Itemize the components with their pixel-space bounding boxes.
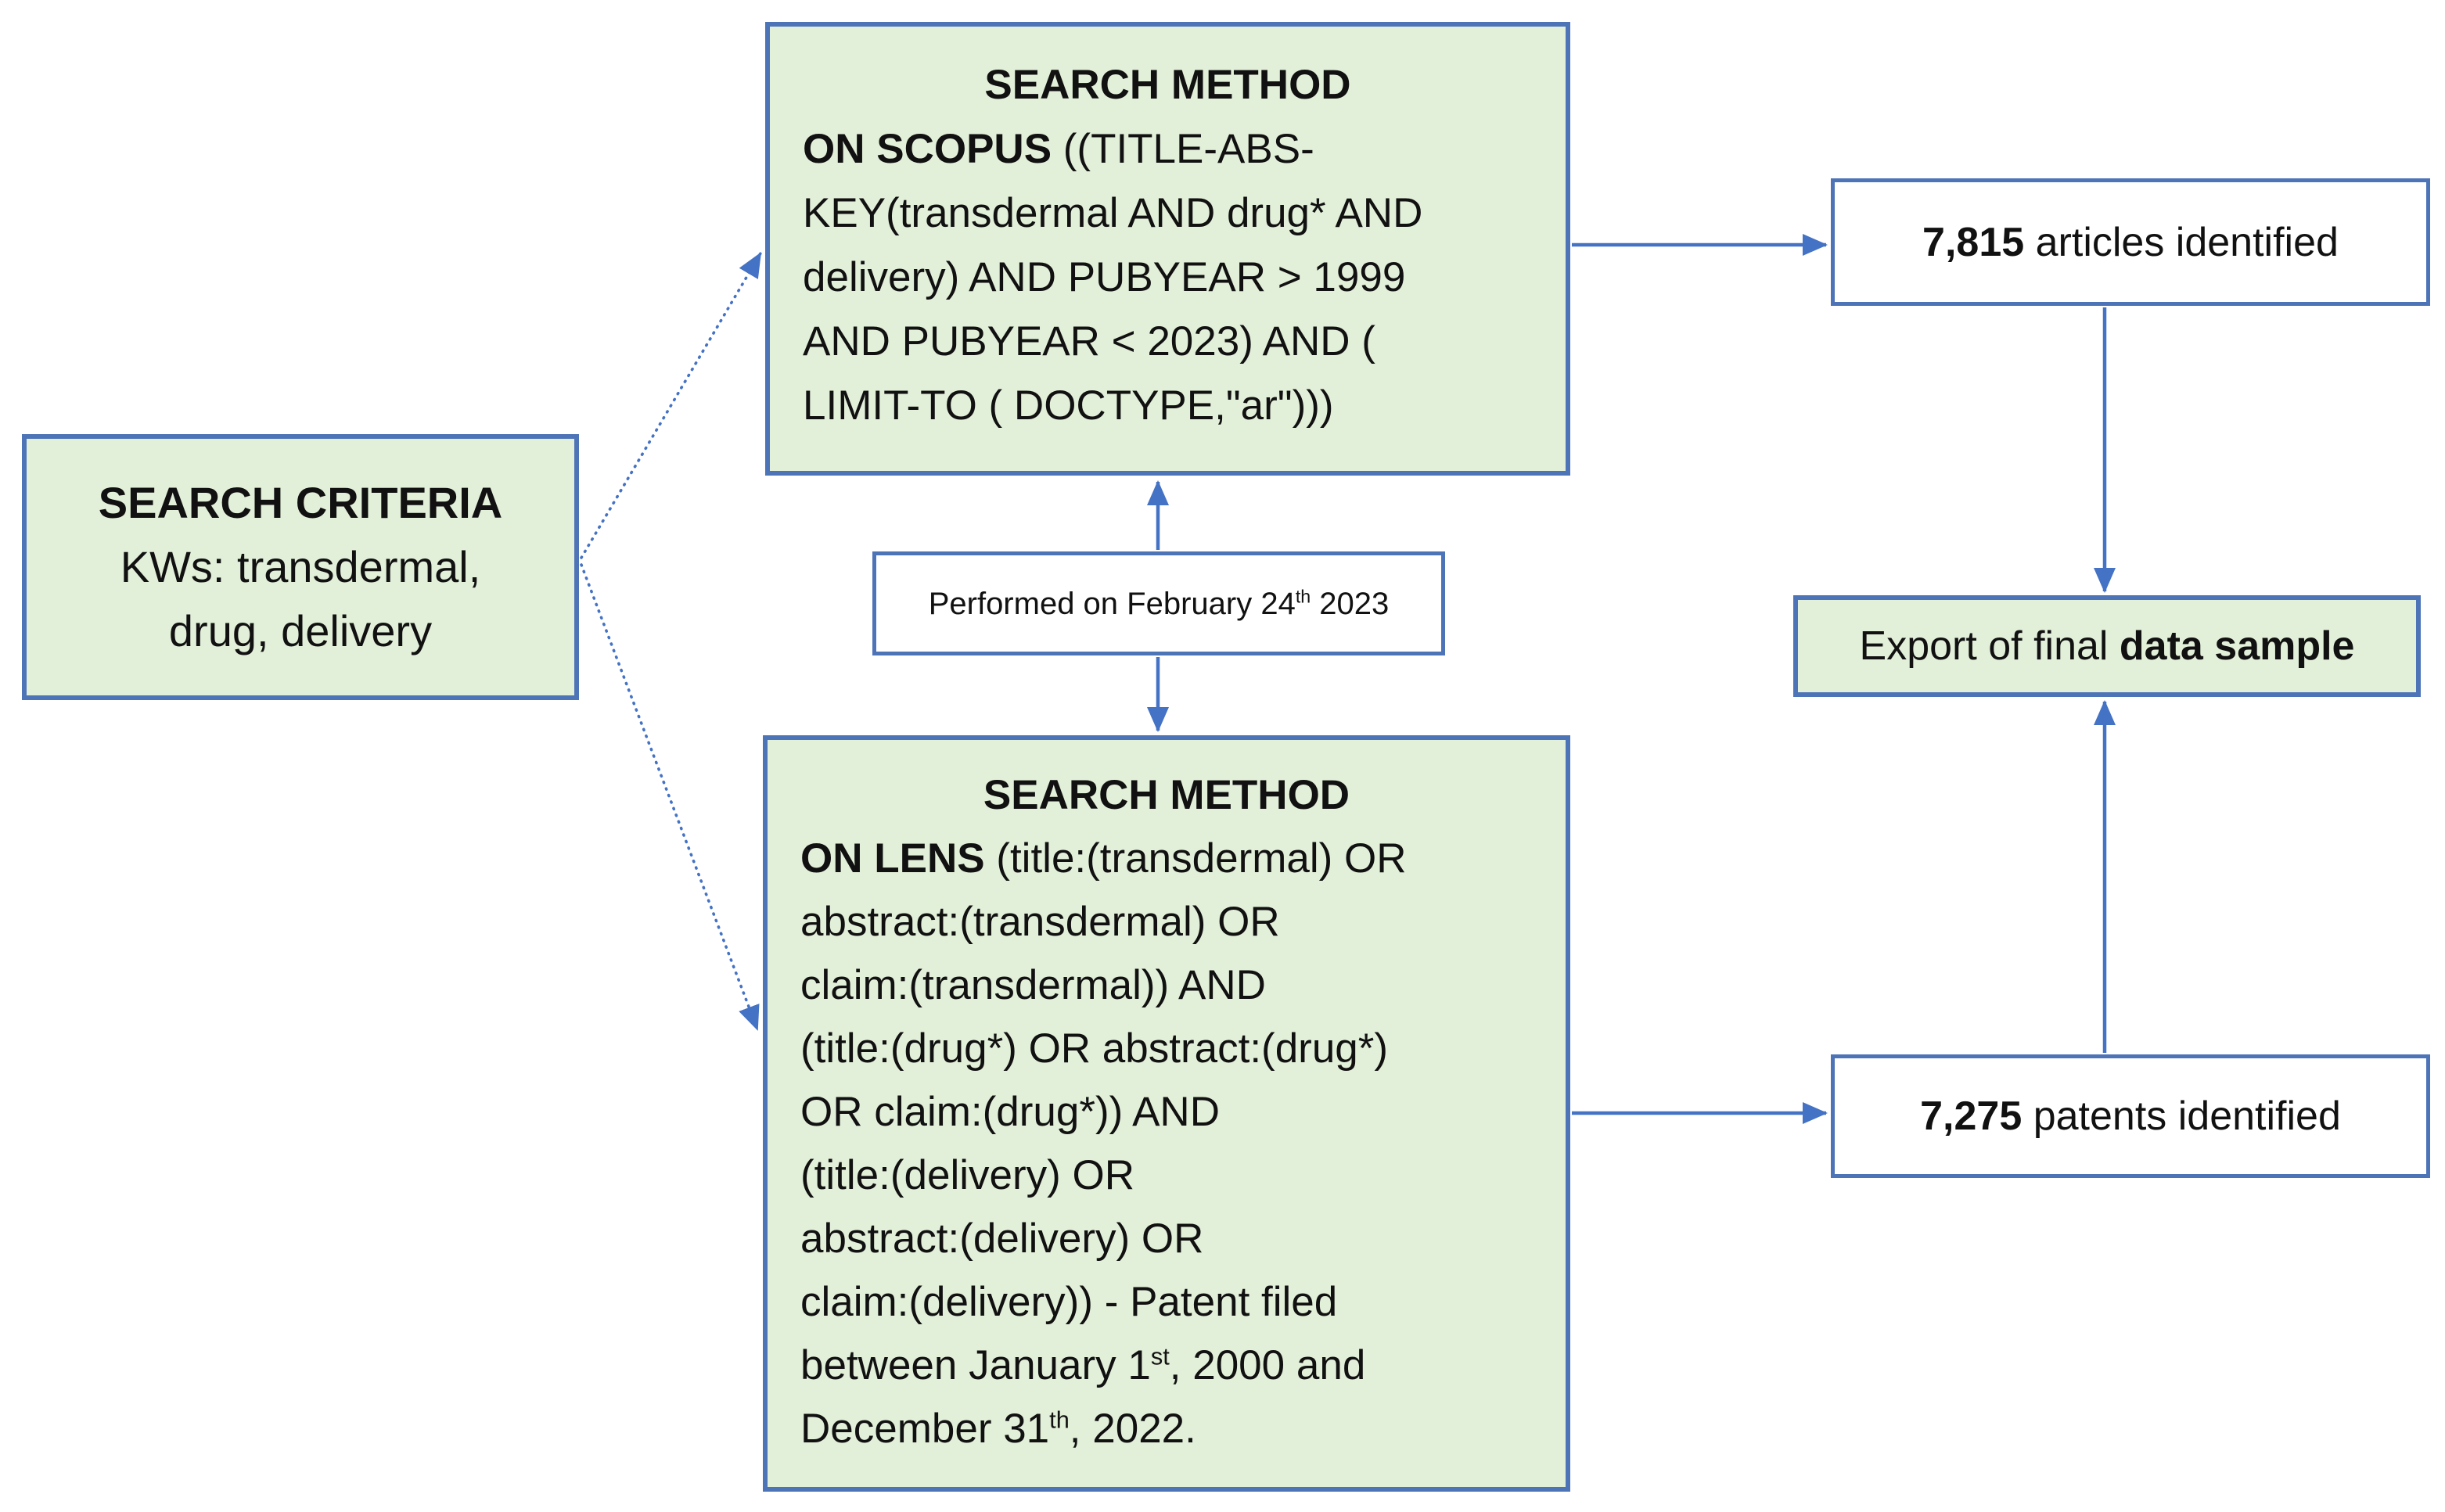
- scopus-method-title: SEARCH METHOD: [984, 62, 1351, 108]
- articles-label: articles identified: [2024, 219, 2339, 265]
- scopus-lead-bold: ON SCOPUS: [803, 126, 1052, 172]
- patents-label: patents identified: [2022, 1094, 2341, 1139]
- scopus-method-box: SEARCH METHOD ON SCOPUS ((TITLE-ABS- KEY…: [765, 22, 1570, 476]
- articles-identified-box: 7,815 articles identified: [1831, 178, 2430, 306]
- scopus-query-line: AND PUBYEAR < 2023) AND (: [803, 318, 1375, 365]
- search-criteria-title: SEARCH CRITERIA: [98, 478, 503, 527]
- articles-count: 7,815: [1922, 219, 2025, 265]
- lens-date1-sup: st: [1150, 1342, 1170, 1370]
- arrow-criteria-to-lens: [580, 563, 760, 1031]
- performed-date-text: Performed on February 24th 2023: [929, 585, 1390, 623]
- lens-query-line: claim:(transdermal)) AND: [800, 962, 1266, 1008]
- scopus-query-line: LIMIT-TO ( DOCTYPE,"ar"))): [803, 382, 1334, 429]
- patents-identified-text: 7,275 patents identified: [1920, 1093, 2341, 1140]
- lens-date2-post: , 2022.: [1069, 1406, 1196, 1452]
- articles-identified-text: 7,815 articles identified: [1922, 219, 2339, 266]
- lens-method-title: SEARCH METHOD: [983, 772, 1350, 818]
- performed-date-box: Performed on February 24th 2023: [872, 551, 1445, 655]
- performed-date-post: 2023: [1311, 586, 1390, 621]
- lens-query-line: abstract:(transdermal) OR: [800, 899, 1280, 945]
- patents-count: 7,275: [1920, 1094, 2023, 1139]
- export-text-bold: data sample: [2119, 623, 2355, 669]
- export-text-pre: Export of final: [1859, 623, 2120, 669]
- lens-query-line: claim:(delivery)) - Patent filed: [800, 1279, 1338, 1325]
- lens-lead-bold: ON LENS: [800, 835, 985, 882]
- patents-identified-box: 7,275 patents identified: [1831, 1054, 2430, 1178]
- performed-date-sup: th: [1295, 586, 1311, 607]
- scopus-query-line: KEY(transdermal AND drug* AND: [803, 190, 1423, 236]
- lens-query-line: (title:(delivery) OR: [800, 1152, 1135, 1198]
- scopus-lead-rest: ((TITLE-ABS-: [1052, 126, 1314, 172]
- lens-date-line2: December 31th, 2022.: [800, 1397, 1533, 1460]
- search-criteria-keywords-line2: drug, delivery: [168, 606, 433, 655]
- search-criteria-box: SEARCH CRITERIA KWs: transdermal, drug, …: [22, 434, 579, 700]
- search-criteria-keywords-line1: KWs: transdermal,: [120, 542, 481, 591]
- scopus-query-line: ON SCOPUS ((TITLE-ABS-: [803, 117, 1533, 181]
- lens-date1-pre: between January 1: [800, 1342, 1151, 1388]
- export-data-sample-text: Export of final data sample: [1860, 623, 2355, 670]
- lens-date-line1: between January 1st, 2000 and: [800, 1334, 1533, 1397]
- performed-date-pre: Performed on February 24: [928, 586, 1296, 621]
- lens-query-line: (title:(drug*) OR abstract:(drug*): [800, 1025, 1389, 1072]
- lens-lead-rest: (title:(transdermal) OR: [984, 835, 1407, 882]
- lens-query-line: ON LENS (title:(transdermal) OR: [800, 827, 1533, 890]
- export-data-sample-box: Export of final data sample: [1793, 595, 2421, 697]
- lens-date2-pre: December 31: [800, 1406, 1050, 1452]
- arrow-criteria-to-scopus: [580, 252, 762, 559]
- lens-date1-post: , 2000 and: [1169, 1342, 1366, 1388]
- lens-query-line: abstract:(delivery) OR: [800, 1216, 1204, 1262]
- lens-method-box: SEARCH METHOD ON LENS (title:(transderma…: [763, 735, 1570, 1492]
- scopus-query-line: delivery) AND PUBYEAR > 1999: [803, 254, 1406, 300]
- lens-date2-sup: th: [1049, 1406, 1070, 1434]
- lens-query-line: OR claim:(drug*)) AND: [800, 1089, 1220, 1135]
